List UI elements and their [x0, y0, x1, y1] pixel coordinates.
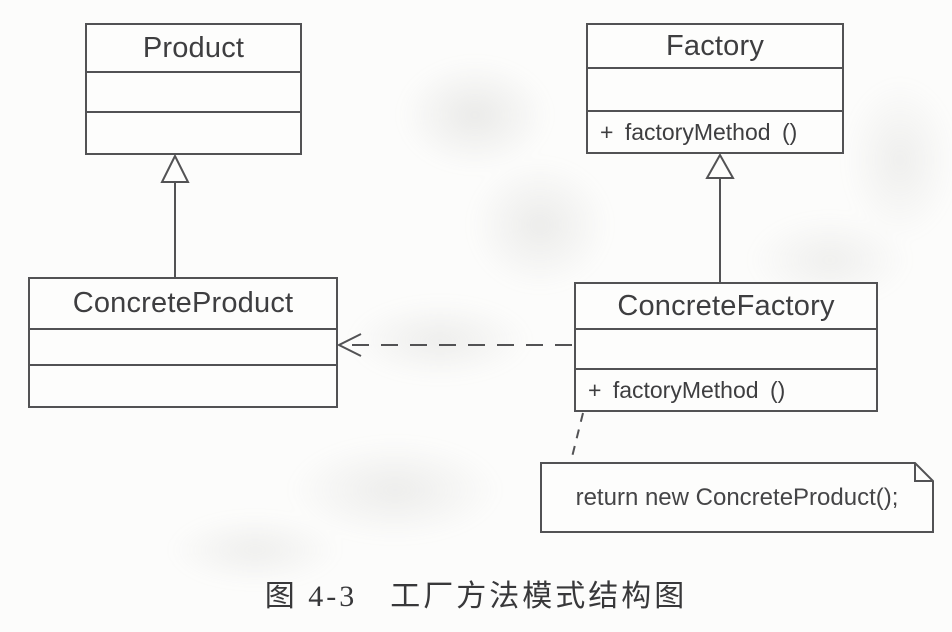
operations-compartment-factory: + factoryMethod () — [600, 118, 798, 145]
generalization-arrow-factory — [705, 152, 735, 283]
class-box-concrete-factory: ConcreteFactory + factoryMethod () — [574, 282, 878, 412]
attributes-compartment-concrete-product — [30, 330, 336, 366]
class-name-concrete-factory: ConcreteFactory — [576, 284, 876, 330]
attributes-compartment-product — [87, 73, 300, 113]
class-box-product: Product — [85, 23, 302, 155]
attributes-compartment-factory — [588, 69, 842, 112]
operations-compartment-concrete-product — [30, 366, 336, 406]
class-name-product: Product — [87, 25, 300, 73]
operations-compartment-concrete-factory: + factoryMethod () — [588, 376, 786, 403]
figure-caption: 图 4-3 工厂方法模式结构图 — [264, 580, 688, 613]
class-box-concrete-product: ConcreteProduct — [28, 277, 338, 408]
class-name-concrete-product: ConcreteProduct — [30, 279, 336, 330]
operations-compartment-product — [87, 113, 300, 153]
class-name-factory: Factory — [588, 25, 842, 69]
attributes-compartment-concrete-factory — [576, 330, 876, 370]
dependency-arrow — [336, 333, 572, 357]
class-box-factory: Factory + factoryMethod () — [586, 23, 844, 154]
generalization-arrow-product — [160, 153, 190, 278]
uml-note-text: return new ConcreteProduct(); — [575, 483, 899, 511]
note-connector-line — [570, 412, 584, 462]
